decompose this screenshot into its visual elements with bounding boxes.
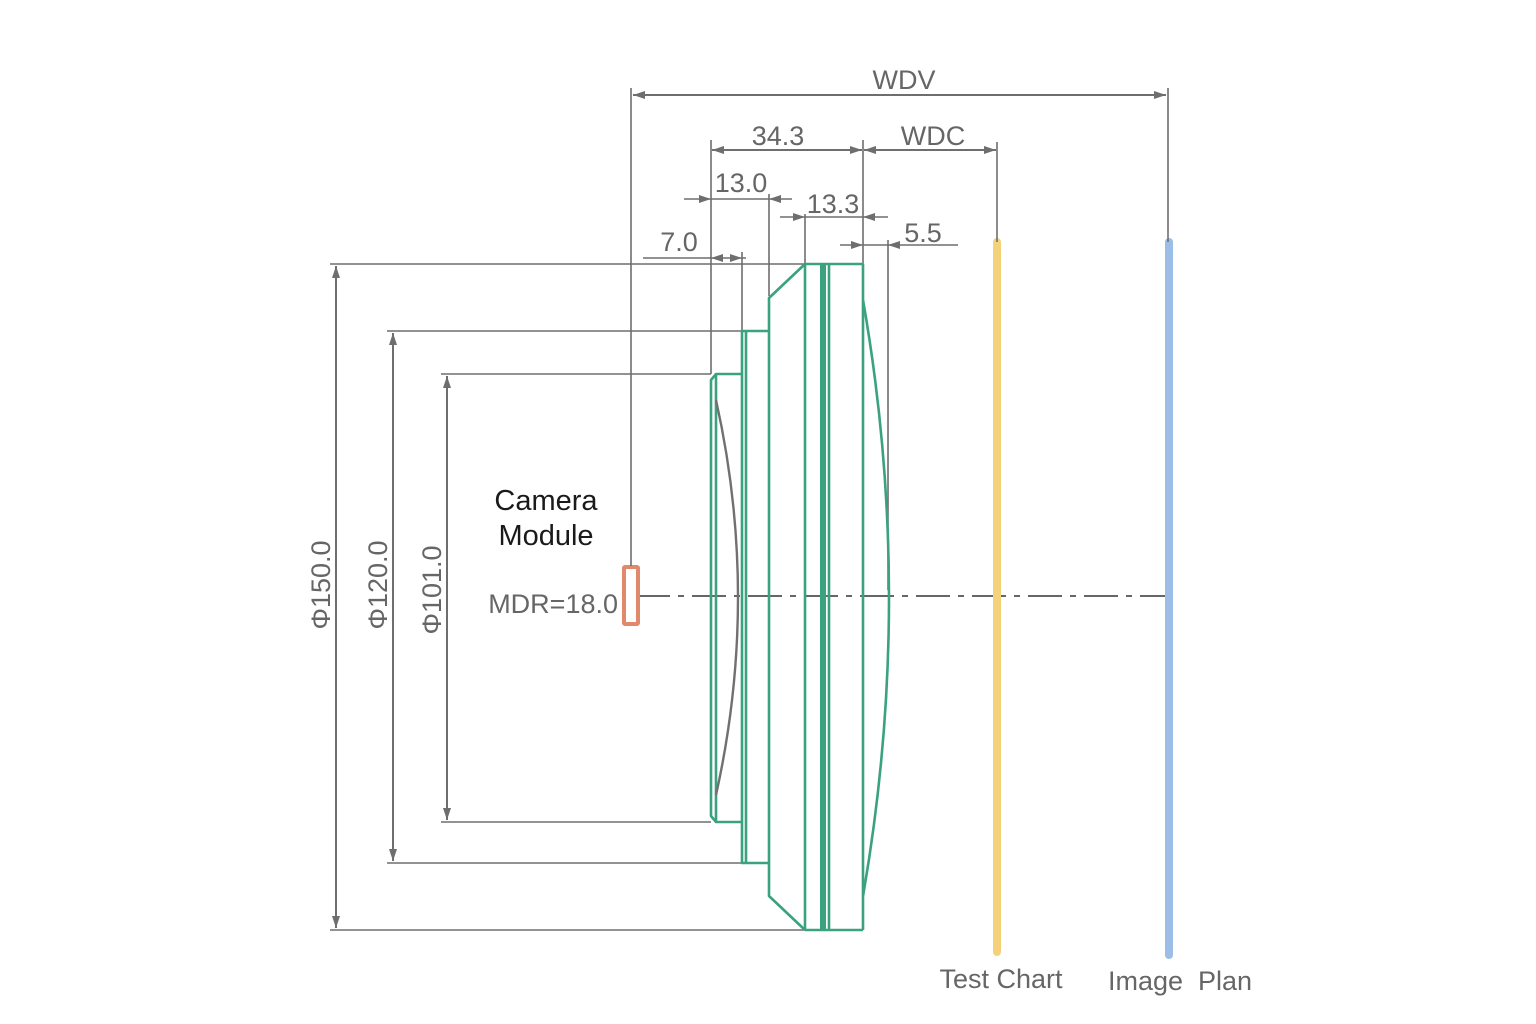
label-image-plan: Image Plan xyxy=(1108,966,1252,996)
label-dia-150: Φ150.0 xyxy=(306,540,336,629)
rear-lens-surface xyxy=(714,399,740,796)
label-wdc: WDC xyxy=(901,121,965,151)
label-camera-line2: Module xyxy=(498,520,593,552)
label-test-chart: Test Chart xyxy=(939,964,1063,994)
lens-body xyxy=(709,262,891,932)
label-dia-101: Φ101.0 xyxy=(417,545,447,634)
label-wdv: WDV xyxy=(873,65,936,95)
label-34-3: 34.3 xyxy=(752,121,805,151)
label-13-3: 13.3 xyxy=(807,189,860,219)
label-camera-line1: Camera xyxy=(494,485,598,517)
label-7-0: 7.0 xyxy=(660,227,698,257)
label-5-5: 5.5 xyxy=(904,218,942,248)
label-13-0: 13.0 xyxy=(715,168,768,198)
label-dia-120: Φ120.0 xyxy=(363,540,393,629)
label-mdr: MDR=18.0 xyxy=(488,589,618,619)
camera-sensor xyxy=(622,565,640,626)
